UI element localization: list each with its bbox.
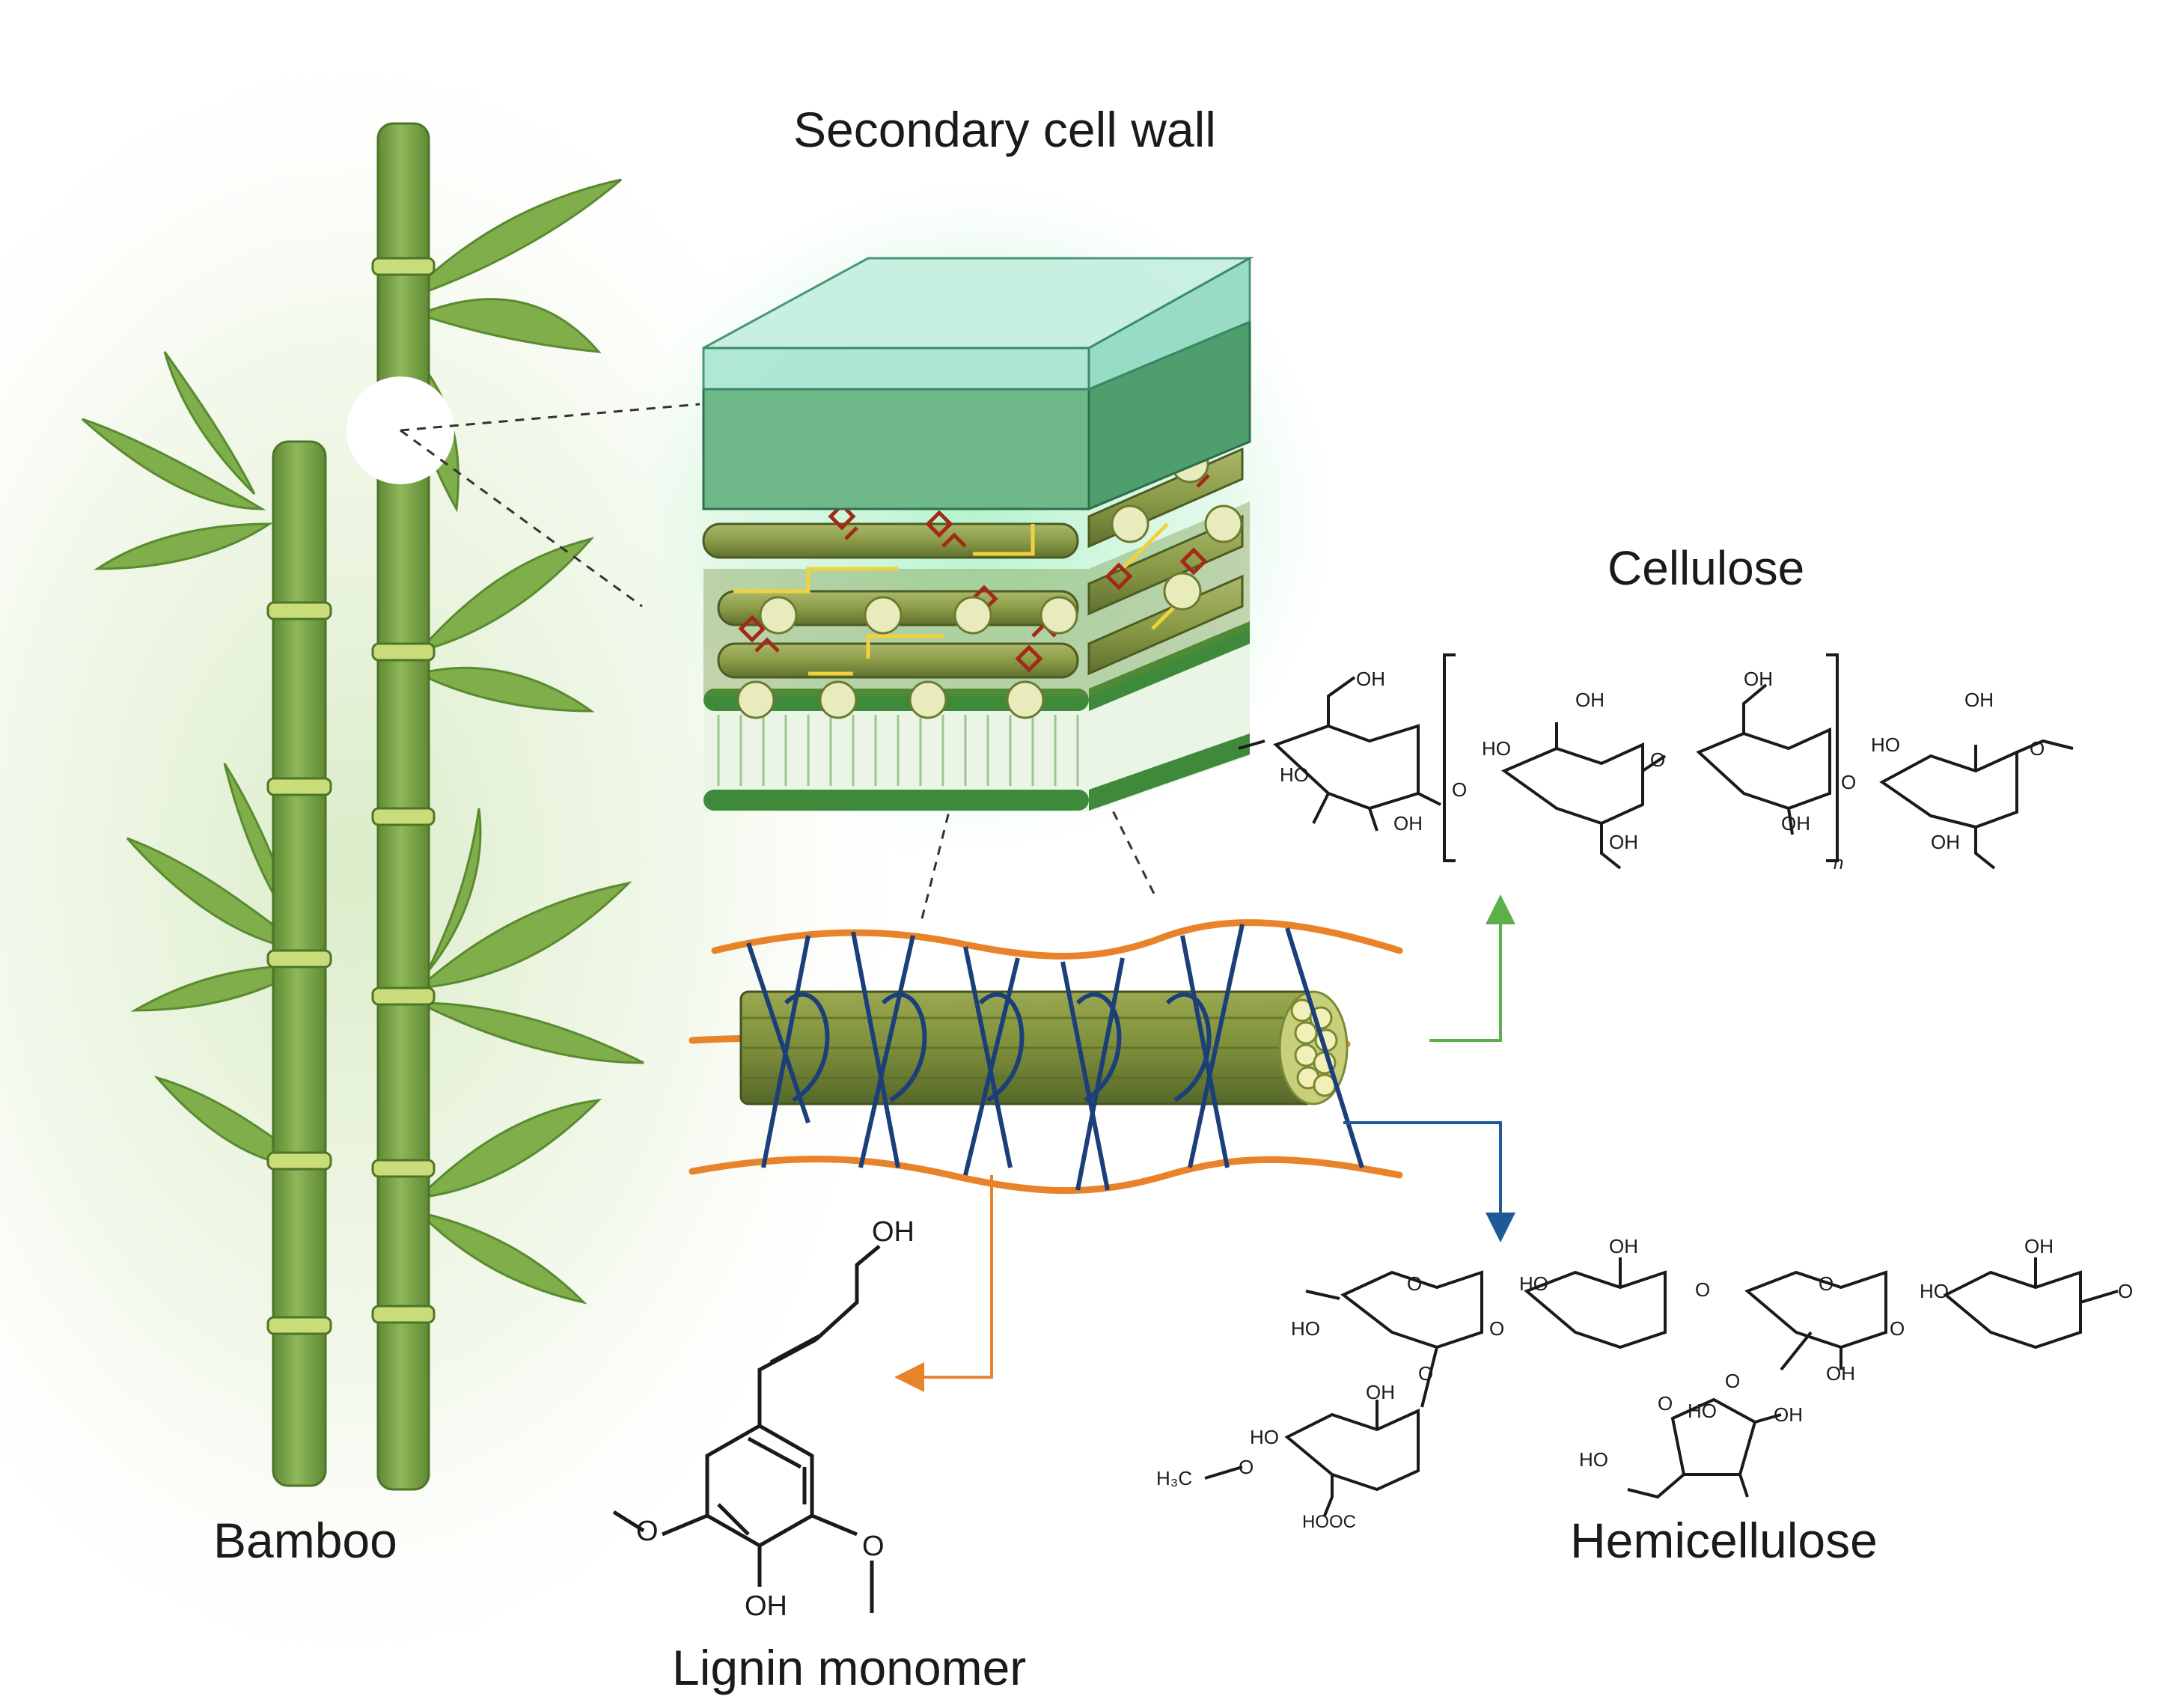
hemi-ho-1: HO <box>1291 1317 1320 1340</box>
microfibril-bundle <box>688 919 1403 1195</box>
hemi-o-1: O <box>1407 1272 1423 1295</box>
cel-o-2: O <box>1650 748 1666 771</box>
bamboo-label: Bamboo <box>213 1513 397 1568</box>
hemi-o-9: O <box>1725 1370 1741 1392</box>
hemi-o-6: O <box>2118 1280 2134 1302</box>
cel-o-3: O <box>1841 771 1857 793</box>
hemicellulose-structure <box>1204 1257 2119 1516</box>
cellulose-title: Cellulose <box>1607 541 1805 595</box>
hemi-o-2: O <box>1489 1317 1505 1340</box>
cel-oh-1: OH <box>1356 668 1385 690</box>
hemi-ho-4: HO <box>1250 1426 1279 1448</box>
hemi-o-7: O <box>1418 1362 1434 1385</box>
lignin-o-right: O <box>862 1531 885 1562</box>
cel-oh-7: OH <box>1964 689 1994 711</box>
cel-oh-4: OH <box>1609 831 1638 853</box>
hemi-o-5: O <box>1890 1317 1905 1340</box>
bamboo-plant <box>82 122 644 1491</box>
hemicellulose-title: Hemicellulose <box>1570 1513 1878 1568</box>
hemi-oh-1: OH <box>1609 1235 1638 1257</box>
arrow-to-cellulose <box>1429 894 1515 1042</box>
cel-n: n <box>1834 853 1844 873</box>
hemi-oh-5: OH <box>1774 1403 1803 1426</box>
lignin-oh-top: OH <box>872 1216 915 1248</box>
cel-oh-6: OH <box>1781 812 1810 835</box>
cellulose-structure <box>1238 653 2074 870</box>
cel-ho-3: HO <box>1871 733 1900 756</box>
lignin-o-left: O <box>636 1516 659 1547</box>
hemi-ho-3: HO <box>1920 1280 1949 1302</box>
top-slab <box>702 256 1254 511</box>
bamboo-stalk-right <box>376 122 430 1491</box>
cel-o-4: O <box>2030 737 2045 760</box>
hemi-oh-2: OH <box>1826 1362 1855 1385</box>
hemi-oh-3: OH <box>2024 1235 2054 1257</box>
lignin-monomer-label: Lignin monomer <box>672 1640 1027 1695</box>
membrane-layer <box>703 621 1250 812</box>
lignin-monomer-structure <box>612 1245 881 1613</box>
hemi-o-8: O <box>1239 1456 1254 1478</box>
arrow-to-lignin <box>894 1175 993 1392</box>
cel-o-1: O <box>1452 778 1468 801</box>
hemi-hooc: HOOC <box>1302 1512 1356 1532</box>
cel-ho-2: HO <box>1482 737 1511 760</box>
cel-oh-8: OH <box>1931 831 1960 853</box>
hemi-ho-6: HO <box>1579 1448 1608 1471</box>
cel-oh-5: OH <box>1744 668 1773 690</box>
hemi-ho-5: HO <box>1688 1400 1717 1422</box>
hemi-o-10: O <box>1658 1392 1673 1415</box>
hemi-o-3: O <box>1695 1278 1711 1301</box>
arrow-to-hemicellulose <box>1343 1121 1515 1242</box>
secondary-cell-wall-title: Secondary cell wall <box>793 102 1216 157</box>
hemi-ho-2: HO <box>1519 1272 1548 1295</box>
lignin-oh-bottom: OH <box>745 1590 787 1622</box>
cel-ho-1: HO <box>1280 763 1309 786</box>
hemi-o-4: O <box>1819 1272 1834 1295</box>
cel-oh-2: OH <box>1393 812 1423 835</box>
hemi-oh-4: OH <box>1366 1381 1395 1403</box>
cel-oh-3: OH <box>1575 689 1605 711</box>
secondary-cell-wall-block <box>702 256 1254 812</box>
hemi-h3c: H₃C <box>1156 1467 1193 1489</box>
